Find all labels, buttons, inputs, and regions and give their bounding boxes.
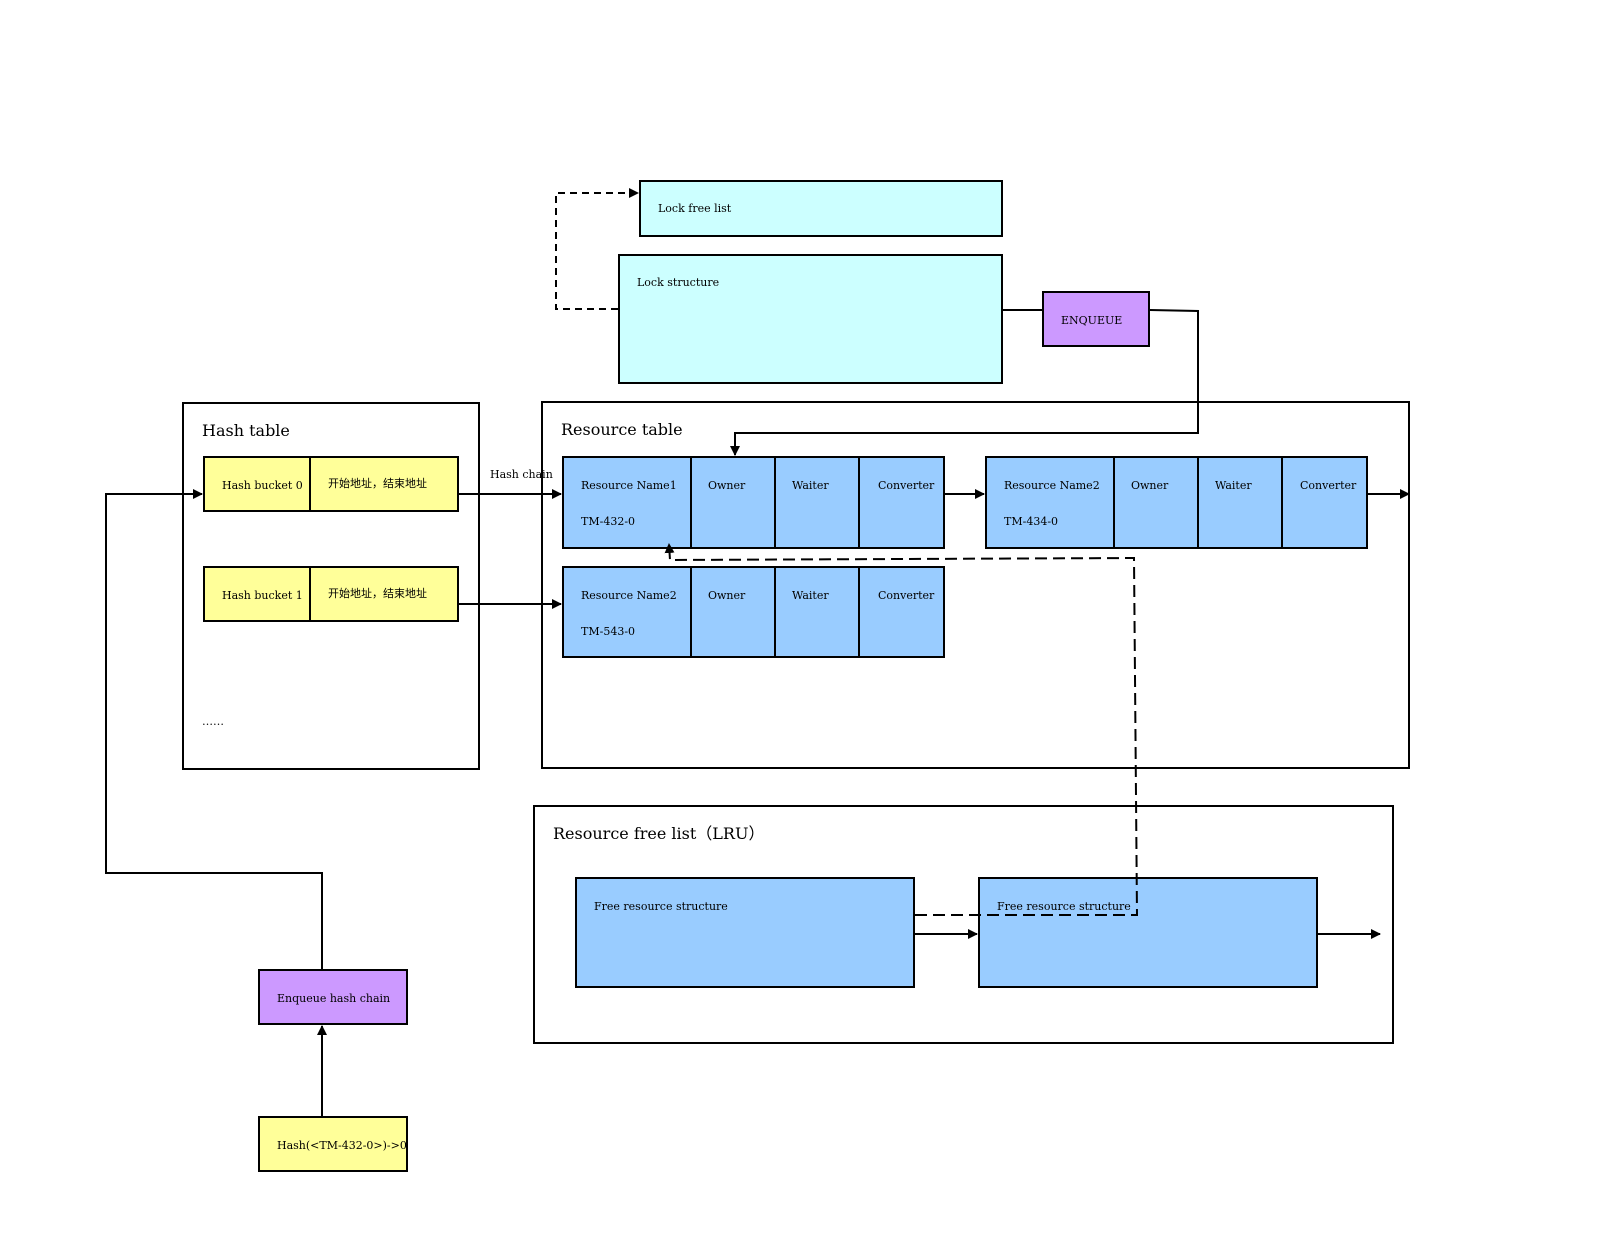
- resource-2-id: TM-434-0: [1004, 515, 1059, 528]
- resource-3-owner-cell: Owner: [690, 566, 776, 658]
- resource-3-converter: Converter: [878, 589, 935, 602]
- resource-2-waiter: Waiter: [1215, 479, 1252, 492]
- resource-1-name-cell: Resource Name1 TM-432-0: [562, 456, 692, 549]
- resource-3-converter-cell: Converter: [858, 566, 945, 658]
- lock-free-list-box: Lock free list: [639, 180, 1003, 237]
- resource-1-waiter: Waiter: [792, 479, 829, 492]
- hash-table-title: Hash table: [202, 421, 290, 440]
- hash-function-box: Hash(<TM-432-0>)->0: [258, 1116, 408, 1172]
- enqueue-hash-chain-box: Enqueue hash chain: [258, 969, 408, 1025]
- resource-2-converter-cell: Converter: [1281, 456, 1368, 549]
- resource-2-name: Resource Name2: [1004, 479, 1100, 492]
- free-resource-1-box: Free resource structure: [575, 877, 915, 988]
- free-list-to-resource-dashed-arrow: [664, 543, 1139, 916]
- hash-bucket-0-name: Hash bucket 0: [222, 479, 303, 492]
- resource-2-name-cell: Resource Name2 TM-434-0: [985, 456, 1115, 549]
- hash-bucket-0-range: 开始地址，结束地址: [328, 477, 427, 490]
- resource-2-owner: Owner: [1131, 479, 1169, 492]
- free-resource-1-label: Free resource structure: [594, 900, 728, 913]
- lock-structure-label: Lock structure: [637, 276, 720, 289]
- hash-bucket-0-range-cell: 开始地址，结束地址: [309, 456, 459, 512]
- resource-2-waiter-cell: Waiter: [1197, 456, 1283, 549]
- resource-1-name: Resource Name1: [581, 479, 677, 492]
- lock-to-free-list-dashed-arrow: [555, 188, 639, 310]
- resource-2-converter: Converter: [1300, 479, 1357, 492]
- resource-3-id: TM-543-0: [581, 625, 636, 638]
- lock-free-list-label: Lock free list: [658, 202, 732, 215]
- enqueue-box: ENQUEUE: [1042, 291, 1150, 347]
- enqueue-label: ENQUEUE: [1061, 314, 1123, 327]
- resource-3-name: Resource Name2: [581, 589, 677, 602]
- resource-1-converter-cell: Converter: [858, 456, 945, 549]
- hash-bucket-1-range: 开始地址，结束地址: [328, 587, 427, 600]
- hash-table-ellipsis: ……: [202, 715, 224, 728]
- resource-free-list-container: Resource free list（LRU）: [533, 805, 1394, 1044]
- lock-structure-box: Lock structure: [618, 254, 1003, 384]
- enqueue-to-hash-bucket-arrow: [105, 489, 323, 969]
- resource-1-waiter-cell: Waiter: [774, 456, 860, 549]
- resource-table-title: Resource table: [561, 420, 683, 439]
- resource-free-list-title: Resource free list（LRU）: [553, 824, 765, 843]
- hash-bucket-1-name-cell: Hash bucket 1: [203, 566, 311, 622]
- hash-bucket-1-range-cell: 开始地址，结束地址: [309, 566, 459, 622]
- resource-3-waiter-cell: Waiter: [774, 566, 860, 658]
- hash-chain-label: Hash chain: [490, 468, 553, 481]
- resource-1-owner: Owner: [708, 479, 746, 492]
- resource-1-owner-cell: Owner: [690, 456, 776, 549]
- resource-1-id: TM-432-0: [581, 515, 636, 528]
- enqueue-to-resource-arrow: [730, 309, 1199, 456]
- free-resource-2-label: Free resource structure: [997, 900, 1131, 913]
- hash-bucket-1-name: Hash bucket 1: [222, 589, 303, 602]
- resource-1-converter: Converter: [878, 479, 935, 492]
- resource-table-container: Resource table: [541, 401, 1410, 769]
- resource-3-waiter: Waiter: [792, 589, 829, 602]
- free-resource-2-box: Free resource structure: [978, 877, 1318, 988]
- hash-function-label: Hash(<TM-432-0>)->0: [277, 1139, 407, 1152]
- resource-3-name-cell: Resource Name2 TM-543-0: [562, 566, 692, 658]
- hash-table-container: Hash table ……: [182, 402, 480, 770]
- enqueue-hash-chain-label: Enqueue hash chain: [277, 992, 391, 1005]
- resource-3-owner: Owner: [708, 589, 746, 602]
